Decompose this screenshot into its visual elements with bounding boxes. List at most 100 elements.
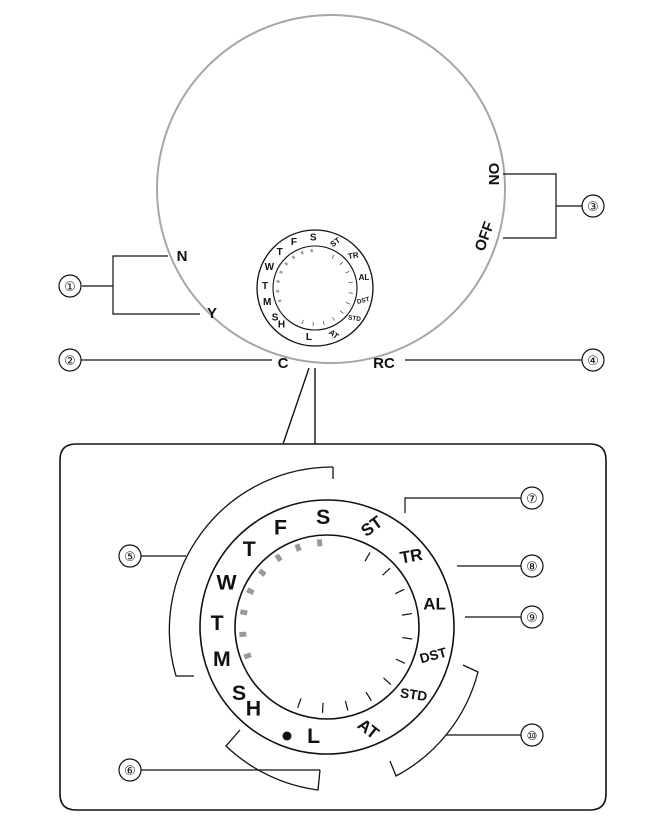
label-n: N <box>177 248 188 265</box>
weekday-s-sunday: S <box>272 313 279 324</box>
minute-mark <box>339 261 344 266</box>
callout-2-number: ② <box>64 354 76 369</box>
minute-mark <box>246 587 255 596</box>
minute-mark <box>348 281 353 283</box>
weekday-s-sunday: S <box>232 681 246 705</box>
minute-mark <box>301 319 304 324</box>
label-rc: RC <box>373 355 395 372</box>
mode-std: STD <box>348 314 362 323</box>
label-h: H <box>246 697 261 721</box>
zoom-connector <box>282 367 310 445</box>
small-subdial-outer-ring <box>256 229 374 347</box>
weekday-t-thursday: T <box>277 247 283 258</box>
minute-mark <box>345 302 350 305</box>
minute-mark <box>257 568 267 577</box>
weekday-m: M <box>263 297 271 308</box>
weekday-w: W <box>216 570 237 594</box>
minute-mark <box>345 271 350 274</box>
callout-1-number: ① <box>64 280 76 295</box>
bottom-dot-marker <box>282 731 292 741</box>
label-h: H <box>278 320 285 331</box>
mode-at: AT <box>354 715 383 744</box>
detail-subdial-inner-ring <box>234 534 420 720</box>
small-subdial-inner-ring <box>272 245 358 331</box>
minute-mark <box>395 588 405 595</box>
mode-al: AL <box>359 273 370 282</box>
mode-std: STD <box>399 685 428 704</box>
mode-tr: TR <box>347 250 359 261</box>
minute-mark <box>321 702 324 713</box>
callout-6-circle <box>118 758 142 782</box>
mode-al: AL <box>423 595 446 614</box>
minute-mark <box>402 636 413 640</box>
minute-mark <box>276 280 280 283</box>
mode-at: AT <box>327 328 341 341</box>
detail-subdial-outer-ring <box>199 499 455 755</box>
minute-mark <box>395 658 406 664</box>
mode-st: ST <box>357 512 386 541</box>
minute-mark <box>382 567 391 576</box>
minute-mark <box>344 700 349 711</box>
minute-mark <box>294 543 302 552</box>
callout-9-circle <box>520 605 544 629</box>
minute-mark <box>340 310 344 314</box>
minute-mark <box>332 317 335 321</box>
callout-7-number: ⑦ <box>526 492 538 507</box>
minute-mark <box>279 270 283 274</box>
minute-mark <box>322 320 325 326</box>
minute-mark <box>284 262 289 266</box>
weekday-t-tuesday: T <box>211 611 224 635</box>
callout-9-number: ⑨ <box>526 611 538 626</box>
callout-10-number: ⑩ <box>527 729 538 743</box>
minute-mark <box>243 652 252 660</box>
minute-mark <box>348 292 353 294</box>
watch-face-outline <box>156 14 506 364</box>
mode-st: ST <box>329 236 343 249</box>
weekday-f: F <box>274 515 287 539</box>
minute-mark <box>364 552 371 562</box>
weekday-m: M <box>213 647 231 671</box>
minute-mark <box>331 254 335 259</box>
minute-mark <box>316 539 323 547</box>
callout-8-circle <box>520 554 544 578</box>
minute-mark <box>401 612 413 616</box>
mode-dst: DST <box>418 645 449 667</box>
minute-mark <box>239 631 247 638</box>
callout-6-number: ⑥ <box>124 764 136 779</box>
callout-10-circle <box>520 723 544 747</box>
label-y: Y <box>207 305 217 322</box>
weekday-t-thursday: T <box>243 537 256 561</box>
mode-dst: DST <box>356 296 370 306</box>
callout-2-circle <box>58 348 82 372</box>
minute-mark <box>297 698 302 709</box>
weekday-w: W <box>265 262 275 273</box>
callout-4-number: ④ <box>587 354 599 369</box>
minute-mark <box>239 609 248 616</box>
callout-6-bracket <box>225 729 321 791</box>
callout-7-leader <box>404 497 521 513</box>
minute-mark <box>365 691 372 702</box>
minute-mark <box>277 299 282 303</box>
callout-5-bracket <box>168 466 334 677</box>
callout-3-circle <box>581 194 605 218</box>
detail-box <box>59 443 607 811</box>
callout-7-circle <box>520 486 544 510</box>
callout-3-bracket <box>503 173 557 239</box>
label-c: C <box>278 355 289 372</box>
weekday-s-saturday: S <box>316 505 330 529</box>
callout-10-bracket <box>389 664 479 777</box>
weekday-t-tuesday: T <box>262 281 268 292</box>
callout-3-number: ③ <box>587 200 599 215</box>
callout-1-circle <box>58 274 82 298</box>
minute-mark <box>274 553 283 563</box>
minute-mark <box>383 677 392 685</box>
minute-mark <box>300 250 304 255</box>
minute-mark <box>291 255 296 260</box>
label-l: L <box>306 332 312 343</box>
mode-tr: TR <box>398 545 424 568</box>
callout-5-number: ⑤ <box>124 550 136 565</box>
callout-8-number: ⑧ <box>526 560 538 575</box>
